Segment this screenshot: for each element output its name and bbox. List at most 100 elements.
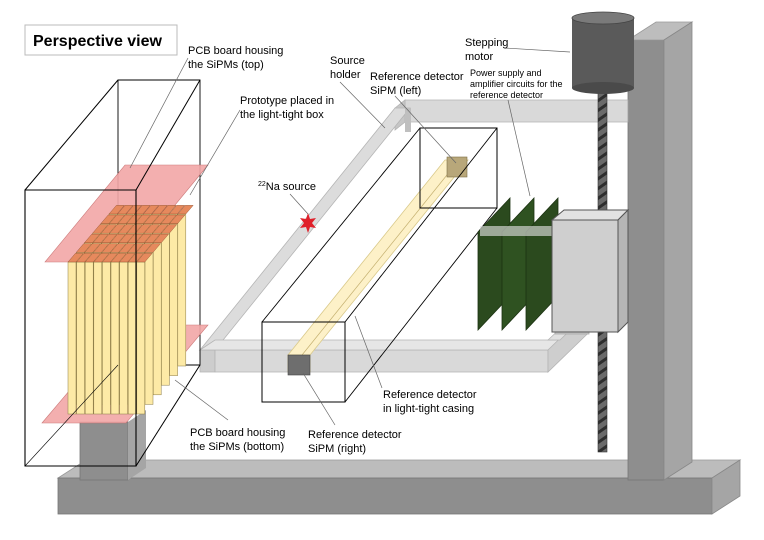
crystal-top xyxy=(151,205,168,215)
crystal-top xyxy=(143,214,160,224)
label-pcb-bottom-2: the SiPMs (bottom) xyxy=(190,441,284,453)
crystal-top xyxy=(136,253,153,263)
crystal-top xyxy=(160,224,178,234)
crystal-top xyxy=(110,253,127,263)
crystal-top xyxy=(117,205,134,215)
stepping-motor-icon xyxy=(571,11,635,94)
label-ref-left-2: SiPM (left) xyxy=(370,85,421,97)
crystal-top xyxy=(92,233,109,244)
crystal-bar xyxy=(144,252,154,405)
crystal-bar xyxy=(119,261,128,415)
crystal-top xyxy=(169,214,186,224)
crystal-bar xyxy=(84,261,94,415)
crystal-top xyxy=(101,233,118,244)
label-power-1: Power supply and xyxy=(470,68,542,78)
crystal-top xyxy=(126,224,143,234)
label-prototype-2: the light-tight box xyxy=(240,109,324,121)
crystal-top xyxy=(135,224,152,234)
crystal-bar xyxy=(102,261,111,415)
label-ref-left-1: Reference detector xyxy=(370,71,464,83)
crystal-top xyxy=(135,233,152,244)
crystal-top xyxy=(143,224,161,234)
crystal-top xyxy=(84,253,102,263)
label-source-holder-1: Source xyxy=(330,55,365,67)
label-ref-right-2: SiPM (right) xyxy=(308,443,366,455)
crystal-top xyxy=(160,205,177,215)
crystal-bar xyxy=(177,213,187,367)
crystal-top xyxy=(92,224,109,234)
crystal-top xyxy=(119,253,136,263)
crystal-top xyxy=(109,224,126,234)
crystal-top xyxy=(144,233,161,244)
crystal-top xyxy=(125,205,143,215)
crystal-top xyxy=(135,243,153,253)
label-ref-casing-1: Reference detector xyxy=(383,389,477,401)
crystal-array xyxy=(67,205,194,415)
crystal-bar xyxy=(110,261,120,415)
crystal-top xyxy=(100,224,118,234)
crystal-bar xyxy=(136,261,146,415)
label-ref-right-1: Reference detector xyxy=(308,429,402,441)
title-box: Perspective view xyxy=(24,24,178,56)
crystal-top xyxy=(75,243,93,253)
amplifier-pcb-boards xyxy=(477,196,562,332)
crystal-top xyxy=(160,214,177,224)
crystal-top xyxy=(100,214,117,224)
crystal-top xyxy=(152,224,169,234)
na-source-marker xyxy=(300,213,316,233)
crystal-top xyxy=(108,214,126,224)
crystal-top xyxy=(101,253,119,263)
crystal-top xyxy=(168,205,186,215)
label-prototype-1: Prototype placed in xyxy=(240,95,334,107)
crystal-top xyxy=(144,243,161,253)
crystal-top xyxy=(142,205,160,215)
label-pcb-top-1: PCB board housing xyxy=(188,45,283,57)
label-stepping-2: motor xyxy=(465,51,493,63)
crystal-bar xyxy=(127,261,137,415)
label-stepping-1: Stepping xyxy=(465,37,508,49)
label-source-holder-2: holder xyxy=(330,69,361,81)
crystal-top xyxy=(108,205,125,215)
crystal-top xyxy=(177,205,194,215)
crystal-bar xyxy=(76,261,85,415)
crystal-bar xyxy=(169,223,178,376)
label-na-source-text: Na source xyxy=(266,181,316,193)
crystal-bar xyxy=(152,242,162,396)
crystal-top xyxy=(126,233,144,244)
label-power-3: reference detector xyxy=(470,90,543,100)
page-title: Perspective view xyxy=(33,33,163,50)
crystal-top xyxy=(109,233,127,244)
crystal-top xyxy=(118,233,135,244)
crystal-top xyxy=(117,214,134,224)
leader-lines xyxy=(129,47,571,426)
crystal-top xyxy=(151,214,169,224)
reference-detector-casing xyxy=(261,127,498,403)
label-na-source: 22Na source xyxy=(258,181,316,193)
crystal-bar xyxy=(67,261,77,415)
crystal-top xyxy=(110,243,127,253)
crystal-top xyxy=(134,205,151,215)
crystal-top xyxy=(126,214,143,224)
crystal-top xyxy=(83,233,101,244)
crystal-top xyxy=(67,253,84,263)
label-pcb-bottom-1: PCB board housing xyxy=(190,427,285,439)
label-na-source-sup: 22 xyxy=(258,181,266,188)
prototype-light-tight-box xyxy=(24,79,209,467)
crystal-top xyxy=(101,243,118,253)
crystal-bar xyxy=(161,232,170,386)
annotation-labels: PCB board housing the SiPMs (top) Protot… xyxy=(188,37,563,455)
crystal-top xyxy=(76,253,93,263)
power-supply-box xyxy=(550,208,630,334)
support-frame xyxy=(56,21,742,515)
crystal-top xyxy=(93,253,110,263)
label-pcb-top-2: the SiPMs (top) xyxy=(188,59,264,71)
crystal-bar xyxy=(93,261,103,415)
crystal-top xyxy=(134,214,152,224)
crystal-top xyxy=(92,243,110,253)
label-ref-casing-2: in light-tight casing xyxy=(383,403,474,415)
crystal-top xyxy=(152,233,170,244)
crystal-top xyxy=(117,224,135,234)
label-power-2: amplifier circuits for the xyxy=(470,79,563,89)
